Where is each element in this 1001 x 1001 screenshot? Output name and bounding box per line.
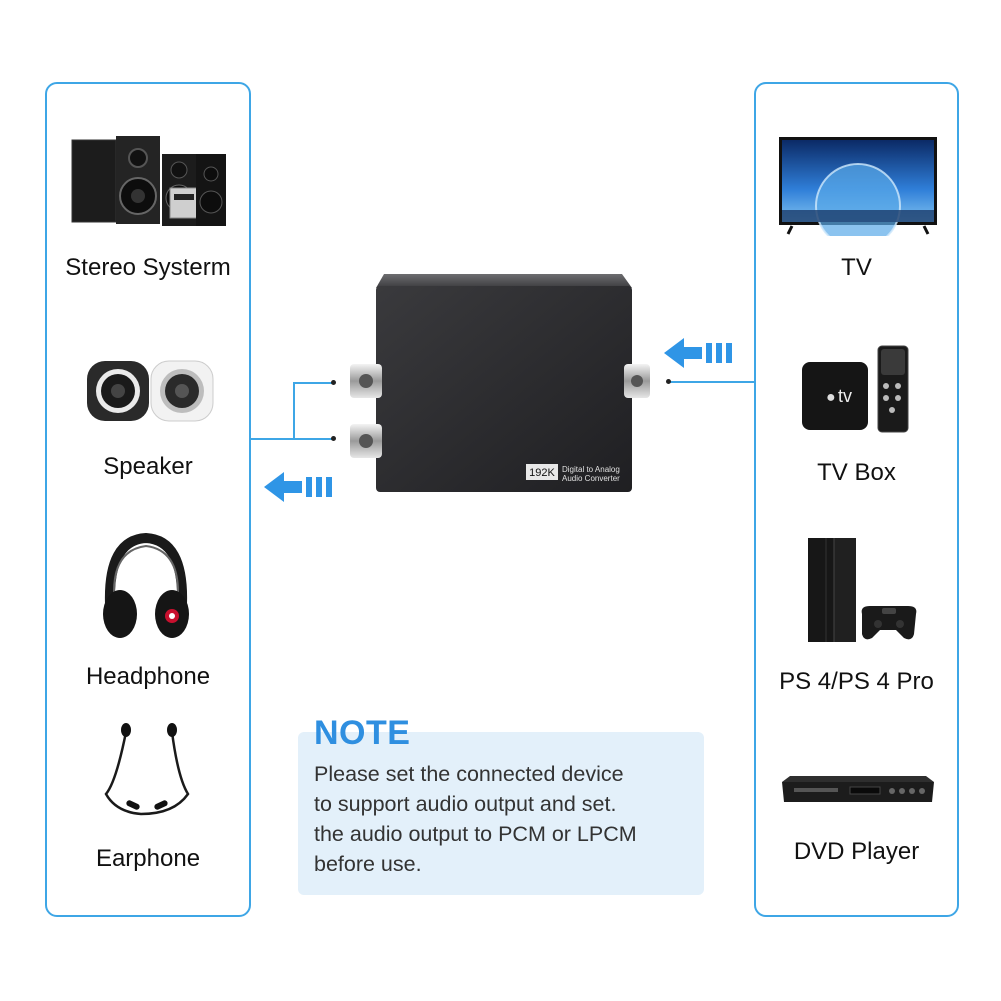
headphone-icon <box>103 532 189 638</box>
tv-box-logo: tv <box>838 386 852 406</box>
right-connector-line <box>668 381 754 383</box>
game-console-icon <box>808 538 917 642</box>
speaker-label: Speaker <box>103 453 193 480</box>
earphone-label: Earphone <box>95 845 201 872</box>
left-connector-lower <box>293 438 333 440</box>
headphone-label: Headphone <box>85 663 211 690</box>
note-line-2: to support audio output and set. <box>314 792 617 816</box>
note-line-4: before use. <box>314 852 422 876</box>
input-arrow-icon <box>664 338 732 368</box>
stereo-system-label: Stereo Systerm <box>65 254 231 281</box>
left-connector-line <box>251 438 295 440</box>
tv-box-label: TV Box <box>817 459 896 486</box>
left-connector-vertical <box>293 382 295 440</box>
note-title: NOTE <box>314 714 411 752</box>
left-connector-dot-upper <box>331 380 336 385</box>
earphone-icon <box>104 723 190 816</box>
tv-label: TV <box>841 254 872 281</box>
stereo-system-icon <box>71 136 226 226</box>
note-line-3: the audio output to PCM or LPCM <box>314 822 637 846</box>
left-connector-upper <box>293 382 333 384</box>
left-connector-dot-lower <box>331 436 336 441</box>
game-console-label: PS 4/PS 4 Pro <box>779 668 934 695</box>
right-connector-dot <box>666 379 671 384</box>
dvd-player-icon <box>782 776 934 802</box>
dac-converter-device: 192K Digital to Analog Audio Converter <box>350 274 650 492</box>
output-arrow-icon <box>264 472 332 502</box>
device-line2: Audio Converter <box>562 474 620 483</box>
svg-text:●: ● <box>826 389 836 406</box>
note-box: NOTE Please set the connected device to … <box>298 714 704 895</box>
device-badge: 192K <box>529 467 555 479</box>
dvd-player-label: DVD Player <box>793 838 920 865</box>
note-line-1: Please set the connected device <box>314 762 624 786</box>
tv-icon <box>779 137 937 236</box>
device-line1: Digital to Analog <box>562 465 620 474</box>
tv-box-icon: ● tv <box>802 345 909 433</box>
speaker-icon <box>87 360 214 422</box>
